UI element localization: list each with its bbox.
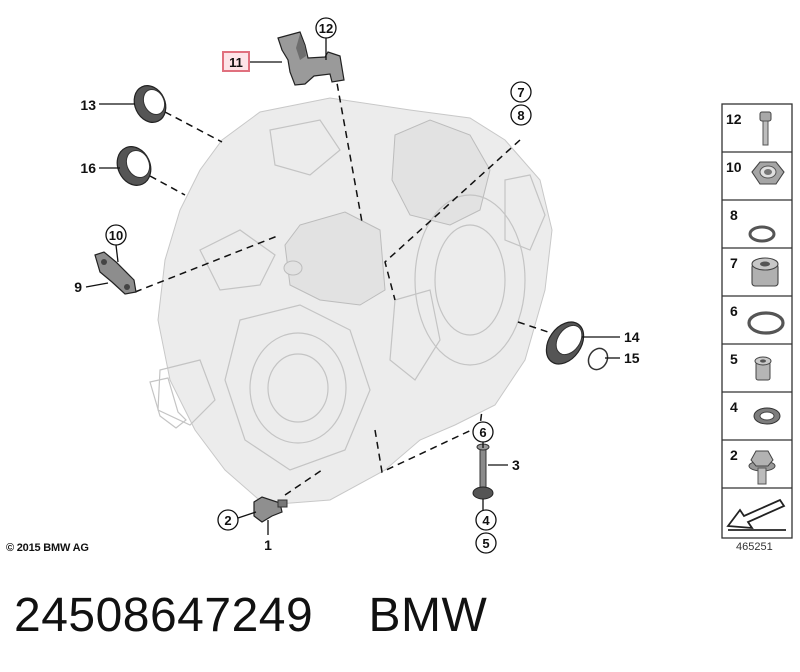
part-seal-14 [545, 321, 585, 365]
part-seal-16 [116, 146, 152, 186]
screw-plug-icon [754, 356, 772, 381]
svg-text:10: 10 [109, 228, 123, 243]
svg-text:9: 9 [74, 279, 82, 295]
o-ring-icon [747, 311, 785, 335]
callout-4-5: 4 5 [475, 499, 497, 554]
svg-text:1: 1 [264, 537, 272, 553]
bolt-icon [759, 111, 772, 146]
callout-13: 13 [80, 97, 135, 113]
svg-text:5: 5 [482, 536, 489, 551]
callout-14: 14 [582, 329, 640, 345]
svg-text:14: 14 [624, 329, 640, 345]
panel-number-8: 8 [730, 207, 738, 223]
callout-11-highlighted: 11 [222, 51, 282, 72]
panel-number-4: 4 [730, 399, 738, 415]
svg-text:2: 2 [224, 513, 231, 528]
panel-number-10: 10 [726, 159, 742, 175]
callout-16: 16 [80, 160, 120, 176]
part-o-ring-15 [587, 347, 609, 371]
hex-nut-icon [751, 161, 785, 185]
callout-2: 2 [217, 509, 257, 531]
orientation-arrow-icon [726, 498, 786, 531]
callout-12: 12 [315, 17, 337, 60]
svg-text:7: 7 [517, 85, 524, 100]
svg-text:16: 16 [80, 160, 96, 176]
svg-text:4: 4 [482, 513, 490, 528]
callout-9: 9 [74, 279, 109, 295]
svg-text:11: 11 [229, 55, 243, 70]
o-ring-icon [748, 225, 776, 243]
svg-text:13: 13 [80, 97, 96, 113]
svg-text:12: 12 [319, 21, 333, 36]
svg-text:15: 15 [624, 350, 640, 366]
panel-number-5: 5 [730, 351, 738, 367]
copyright-text: © 2015 BMW AG [6, 542, 89, 554]
panel-number-6: 6 [730, 303, 738, 319]
callout-3: 3 [488, 457, 520, 473]
diagram-id: 465251 [736, 541, 773, 553]
callout-10: 10 [105, 224, 127, 263]
panel-number-12: 12 [726, 111, 742, 127]
callout-1: 1 [264, 520, 272, 553]
callout-15: 15 [605, 350, 640, 366]
hex-bolt-icon [748, 450, 776, 485]
dashed-leader-lines [134, 71, 549, 496]
callout-6: 6 [472, 421, 494, 448]
part-sensor-1 [253, 496, 288, 523]
part-seal-13 [133, 85, 167, 123]
panel-number-7: 7 [730, 255, 738, 271]
svg-text:6: 6 [479, 425, 486, 440]
part-bracket-11 [277, 31, 345, 86]
part-number-footer: 24508647249 BMW [14, 589, 488, 642]
svg-text:3: 3 [512, 457, 520, 473]
parts-panel: 12 10 8 7 6 5 [721, 103, 793, 539]
panel-number-2: 2 [730, 447, 738, 463]
callout-7-8: 7 8 [510, 81, 532, 126]
part-holder-9 [94, 251, 137, 295]
seal-ring-icon [753, 407, 781, 425]
svg-text:8: 8 [517, 108, 524, 123]
part-dipstick-3 [472, 443, 494, 500]
screw-plug-icon [751, 257, 779, 287]
